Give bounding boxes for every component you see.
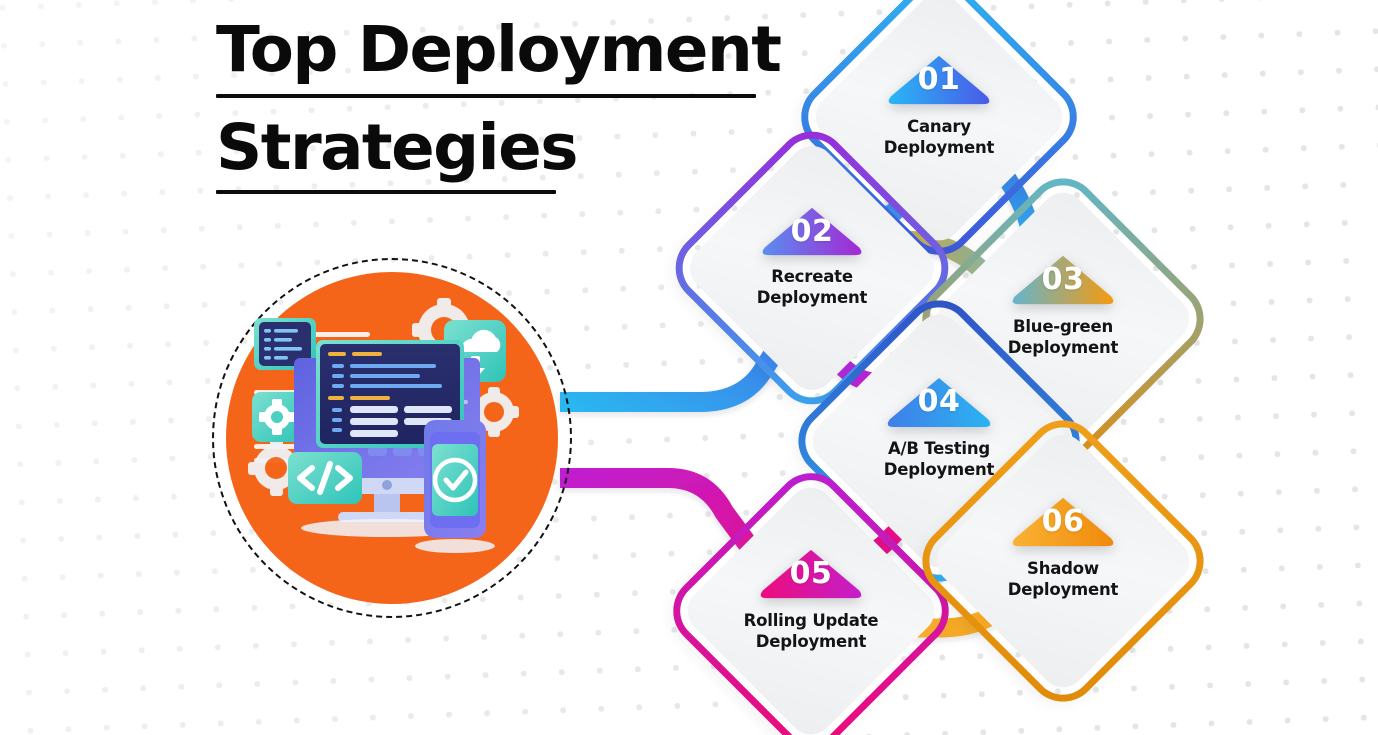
- node-label-line-1: Shadow: [1027, 559, 1099, 578]
- node-label: Rolling Update Deployment: [722, 610, 900, 652]
- node-label: Shadow Deployment: [972, 558, 1153, 600]
- title-underline-1: [216, 94, 756, 98]
- node-label-line-1: Canary: [907, 117, 971, 136]
- title-line-1: Top Deployment: [216, 18, 782, 98]
- node-label-line-1: Recreate: [771, 267, 853, 286]
- node-label-line-2: Deployment: [755, 632, 867, 652]
- node-label-line-2: Deployment: [756, 288, 868, 308]
- page-title: Top Deployment Strategies: [216, 18, 782, 194]
- node-label-line-2: Deployment: [1007, 580, 1119, 600]
- node-label-line-1: A/B Testing: [887, 439, 991, 458]
- node-label-line-2: Deployment: [883, 138, 995, 158]
- code-brackets-icon: [288, 452, 362, 504]
- node-shadow-deployment[interactable]: 06 Shadow Deployment: [907, 405, 1219, 717]
- title-underline-2: [216, 190, 556, 194]
- title-text-line-2: Strategies: [216, 111, 578, 184]
- smartphone-with-checkmark: [415, 420, 495, 553]
- node-label: Recreate Deployment: [724, 266, 900, 308]
- node-label-line-1: Blue-green: [1012, 317, 1114, 336]
- node-rolling-update-deployment[interactable]: 05 Rolling Update Deployment: [658, 458, 964, 735]
- node-label: Canary Deployment: [850, 116, 1028, 158]
- title-text-line-1: Top Deployment: [216, 13, 782, 86]
- title-line-2: Strategies: [216, 116, 769, 194]
- node-label-line-1: Rolling Update: [743, 611, 879, 630]
- deployment-artwork: [248, 298, 519, 553]
- illustration: [212, 258, 572, 618]
